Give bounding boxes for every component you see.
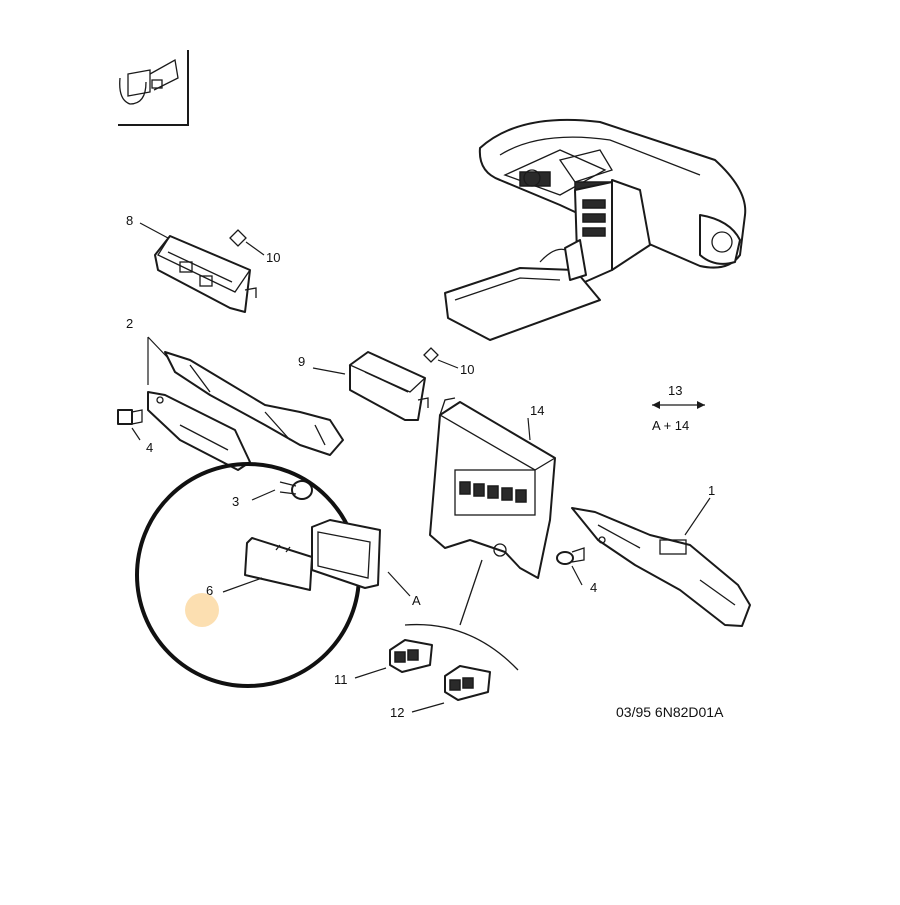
reference-code: 03/95 6N82D01A bbox=[616, 704, 724, 720]
highlight-dot bbox=[185, 593, 219, 627]
leader-8 bbox=[139, 222, 169, 239]
leader-6 bbox=[222, 577, 263, 593]
part-a-bezel bbox=[311, 519, 381, 589]
leader-14 bbox=[527, 417, 531, 441]
part-10-clip-top bbox=[229, 229, 265, 256]
callout-12: 12 bbox=[390, 705, 404, 720]
callout-4-left: 4 bbox=[146, 440, 153, 455]
connector-line bbox=[459, 559, 483, 626]
category-icon-box bbox=[118, 50, 189, 126]
connector-arc bbox=[404, 623, 519, 671]
callout-10-mid: 10 bbox=[460, 362, 474, 377]
clip-icon bbox=[119, 58, 179, 105]
part-14-center-frame bbox=[429, 397, 556, 579]
part-13-indicator bbox=[652, 401, 705, 409]
part-2-lower-trim-panels bbox=[147, 351, 344, 471]
part-6-cover bbox=[244, 537, 313, 591]
leader-1 bbox=[684, 497, 711, 536]
leader-12 bbox=[411, 702, 445, 713]
part-11-switch bbox=[389, 639, 433, 673]
part-8-radio-housing bbox=[154, 235, 257, 313]
callout-11: 11 bbox=[334, 672, 348, 687]
part-10-clip-mid bbox=[423, 347, 459, 369]
part-3-screw bbox=[251, 480, 313, 501]
callout-a: A bbox=[412, 593, 421, 608]
callout-6: 6 bbox=[206, 583, 213, 598]
dashboard-overview-illustration bbox=[444, 118, 747, 341]
part-12-switch bbox=[444, 665, 491, 701]
leader-9 bbox=[312, 367, 346, 375]
part-1-right-trim bbox=[571, 507, 751, 627]
part-4-fastener-left bbox=[117, 409, 143, 441]
callout-9: 9 bbox=[298, 354, 305, 369]
callout-14: 14 bbox=[530, 403, 544, 418]
callout-10-top: 10 bbox=[266, 250, 280, 265]
part-9-pocket bbox=[348, 351, 429, 421]
callout-2: 2 bbox=[126, 316, 133, 331]
callout-8: 8 bbox=[126, 213, 133, 228]
callout-1: 1 bbox=[708, 483, 715, 498]
callout-13: 13 bbox=[668, 383, 682, 398]
leader-2 bbox=[147, 336, 169, 385]
part-4-fastener-right bbox=[556, 547, 585, 586]
leader-a bbox=[387, 571, 411, 597]
leader-11 bbox=[354, 667, 387, 679]
callout-a-plus-14: A + 14 bbox=[652, 418, 689, 433]
callout-4-right: 4 bbox=[590, 580, 597, 595]
callout-3: 3 bbox=[232, 494, 239, 509]
